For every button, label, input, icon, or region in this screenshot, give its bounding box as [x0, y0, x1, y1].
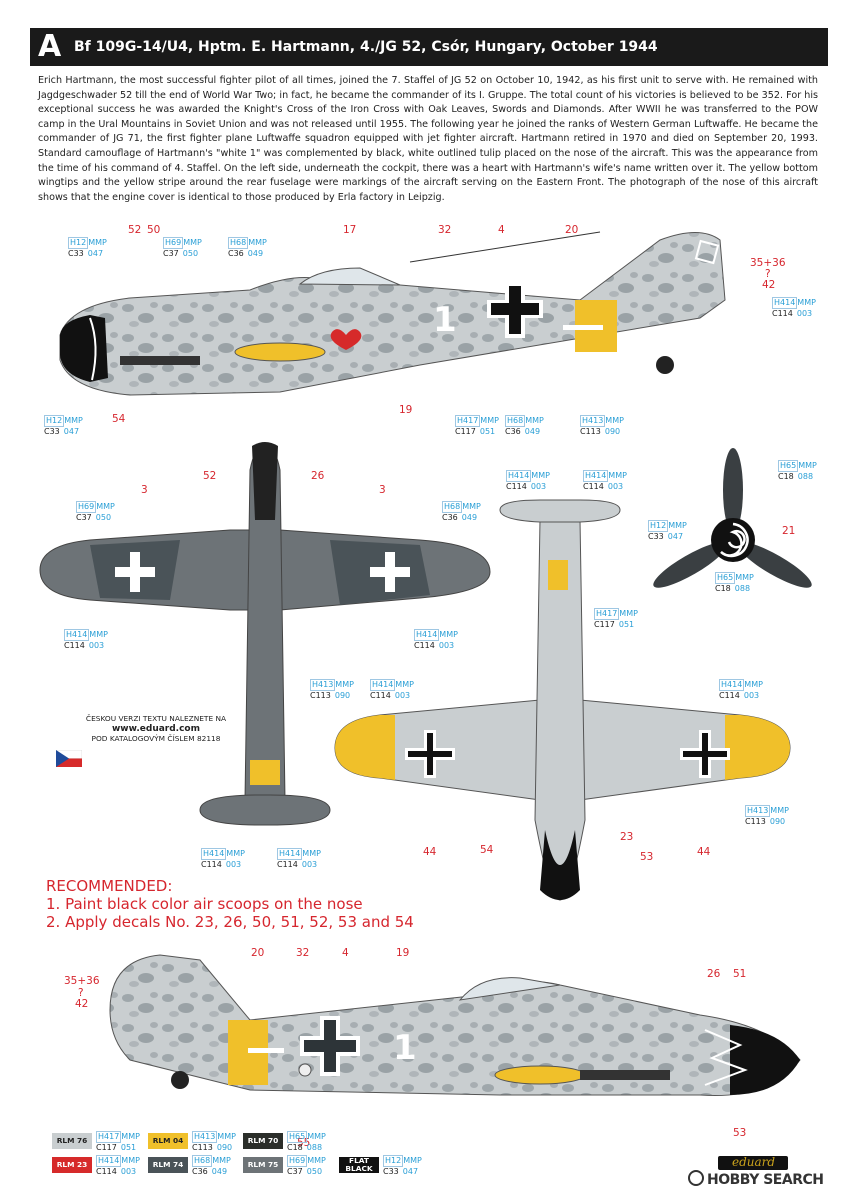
callout-53-a: 53 — [640, 851, 654, 863]
profile-header: A Bf 109G-14/U4, Hptm. E. Hartmann, 4./J… — [30, 28, 828, 66]
side-view-left — [59, 231, 726, 396]
fuselage-number-top: 1 — [433, 300, 457, 340]
callout-17: 17 — [343, 224, 357, 236]
bottom-wing-cross-right — [680, 730, 730, 778]
exhaust-stacks — [120, 356, 200, 365]
callout-20-a: 20 — [565, 224, 579, 236]
callout-3536-b: 35+36 — [64, 975, 100, 987]
side-right-cross — [300, 1016, 360, 1076]
callout-20-b: 20 — [251, 947, 265, 959]
callout-3-b: 3 — [379, 484, 386, 496]
callout-q-b: ? — [78, 987, 84, 999]
watermark-icon — [688, 1170, 704, 1186]
top-wing-cross-right — [370, 552, 410, 592]
callout-19-b: 19 — [396, 947, 410, 959]
swatch-rlm76: RLM 76 — [52, 1133, 92, 1149]
callout-53-b: 53 — [733, 1127, 747, 1139]
eduard-url[interactable]: www.eduard.com — [111, 724, 200, 734]
swatch-rlm23: RLM 23 — [52, 1157, 92, 1173]
czech-version-note: ČESKOU VERZI TEXTU NALEZNETE NA www.edua… — [56, 714, 256, 744]
callout-4-a: 4 — [498, 224, 505, 236]
recommended-notes: RECOMMENDED: 1. Paint black color air sc… — [46, 877, 414, 931]
callout-32-b: 32 — [296, 947, 310, 959]
recommended-line-2: 2. Apply decals No. 23, 26, 50, 51, 52, … — [46, 913, 414, 931]
callout-42-a: 42 — [762, 279, 776, 291]
callout-26-b: 26 — [707, 968, 721, 980]
side-view-right — [109, 954, 801, 1097]
swatch-flat-black: FLAT BLACK — [339, 1157, 379, 1173]
fuselage-number-bottom: 1 — [393, 1028, 417, 1068]
profile-title: Bf 109G-14/U4, Hptm. E. Hartmann, 4./JG … — [74, 39, 658, 55]
callout-q-a: ? — [765, 268, 771, 280]
callout-44-b: 44 — [697, 846, 711, 858]
callout-21: 21 — [782, 525, 796, 537]
watermark: HOBBY SEARCH — [688, 1170, 824, 1188]
callout-32-a: 32 — [438, 224, 452, 236]
callout-3536-a: 35+36 — [750, 257, 786, 269]
callout-50: 50 — [147, 224, 161, 236]
callout-54-a: 54 — [112, 413, 126, 425]
bottom-view — [334, 499, 791, 901]
top-wing-cross-left — [115, 552, 155, 592]
callout-23: 23 — [620, 831, 634, 843]
callout-54-b: 54 — [480, 844, 494, 856]
callout-19-a: 19 — [399, 404, 413, 416]
recommended-line-1: 1. Paint black color air scoops on the n… — [46, 895, 363, 913]
swatch-rlm75: RLM 75 — [243, 1157, 283, 1173]
callout-52-b: 52 — [203, 470, 217, 482]
callout-3-a: 3 — [141, 484, 148, 496]
top-view — [39, 442, 491, 826]
callout-44-a: 44 — [423, 846, 437, 858]
callout-4-b: 4 — [342, 947, 349, 959]
swatch-rlm74: RLM 74 — [148, 1157, 188, 1173]
swatch-rlm04: RLM 04 — [148, 1133, 188, 1149]
eduard-logo: eduard — [718, 1155, 788, 1170]
propeller-view — [653, 448, 812, 588]
callout-26-a: 26 — [311, 470, 325, 482]
callout-52-a: 52 — [128, 224, 142, 236]
recommended-title: RECOMMENDED: — [46, 877, 173, 895]
callout-51: 51 — [733, 968, 747, 980]
callout-42-b: 42 — [75, 998, 89, 1010]
czech-flag-icon — [56, 750, 82, 767]
history-text: Erich Hartmann, the most successful figh… — [38, 75, 818, 203]
cross-marking — [487, 282, 543, 338]
profile-letter: A — [38, 29, 62, 64]
swatch-rlm70: RLM 70 — [243, 1133, 283, 1149]
bottom-wing-cross-left — [405, 730, 455, 778]
